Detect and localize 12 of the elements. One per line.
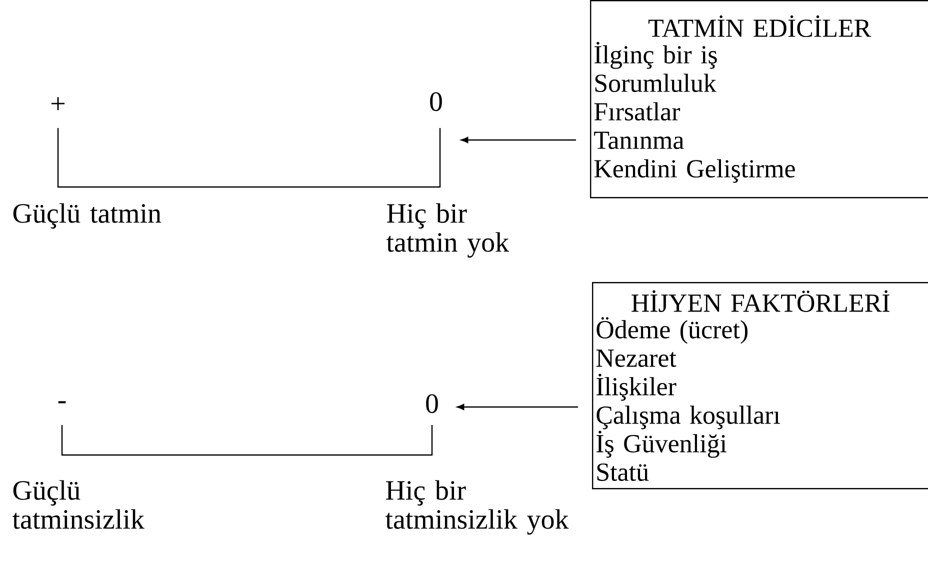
factor-box: TATMİN EDİCİLER İlginç bir iş Sorumluluk Fırsatlar Tanınma Kendini Geliştirme xyxy=(590,0,928,198)
arrow xyxy=(457,404,578,410)
scale-sign: - xyxy=(58,401,66,404)
zero-mark: 0 xyxy=(426,394,438,414)
scale-sign: + xyxy=(52,97,65,110)
scale-end-label: Hiç bir tatmin yok xyxy=(386,203,510,258)
arrow xyxy=(461,136,576,144)
scale-end-label: Güçlü tatminsizlik xyxy=(12,480,144,529)
factor-box: HİJYEN FAKTÖRLERİ Ödeme (ücret) Nezaret İlişkiler Çalışma koşulları İş Güvenliği Statü xyxy=(592,282,928,490)
scale-end-label: Güçlü tatmin xyxy=(13,203,162,229)
scale-end-label: Hiç bir tatminsizlik yok xyxy=(385,480,569,535)
zero-mark: 0 xyxy=(430,92,442,112)
